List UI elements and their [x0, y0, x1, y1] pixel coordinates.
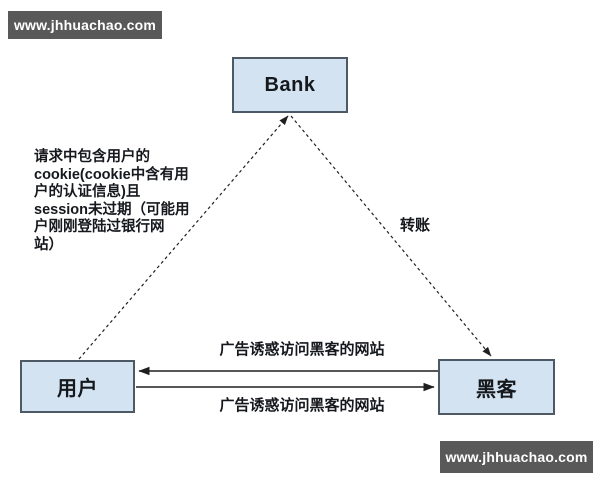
- node-hacker-label: 黑客: [476, 378, 517, 401]
- edge-label-transfer: 转账: [400, 217, 431, 234]
- edge-bank-to-hacker-dashed-arrow: [290, 115, 492, 357]
- watermark-bottom-right-text: www.jhhuachao.com: [445, 449, 588, 465]
- node-user-label: 用户: [57, 378, 98, 400]
- node-bank-label: Bank: [264, 73, 316, 96]
- note-cookie-session: 请求中包含用户的 cookie(cookie中含有用 户的认证信息)且 sess…: [34, 149, 190, 253]
- node-hacker: 黑客: [438, 359, 555, 415]
- watermark-bottom-right: www.jhhuachao.com: [440, 441, 593, 473]
- edge-label-ad-lure-top: 广告诱惑访问黑客的网站: [219, 341, 385, 358]
- watermark-top-left: www.jhhuachao.com: [8, 11, 162, 39]
- edge-label-ad-lure-bottom: 广告诱惑访问黑客的网站: [219, 397, 385, 414]
- watermark-top-left-text: www.jhhuachao.com: [13, 17, 157, 33]
- node-bank: Bank: [232, 57, 348, 113]
- node-user: 用户: [20, 360, 135, 413]
